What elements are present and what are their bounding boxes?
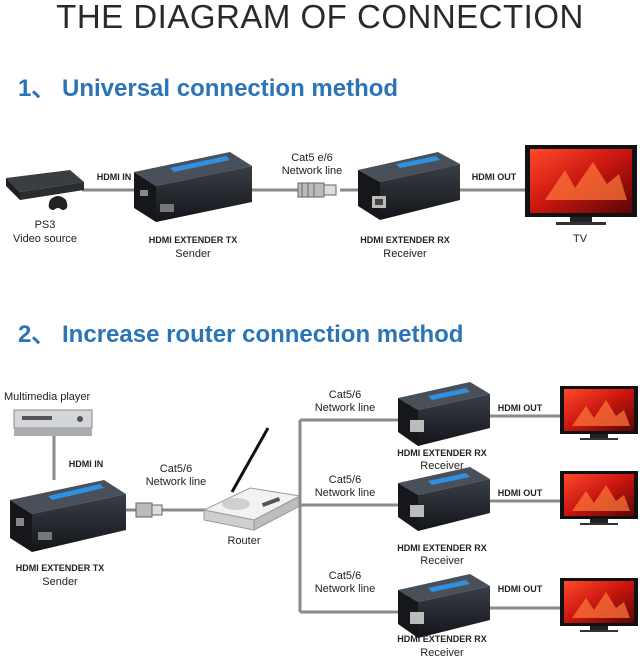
tv-icon (525, 145, 637, 225)
label-router-hdmi-in: HDMI IN (68, 459, 104, 469)
label-branch-cable: Cat5/6 Network line (314, 389, 376, 414)
branch-devices (398, 382, 638, 638)
label-router-sender-model: HDMI EXTENDER TX (15, 563, 105, 573)
label-router-sender: Sender (42, 576, 78, 588)
branch-receiver-rx-device (398, 467, 490, 531)
rj45-plug-icon (297, 182, 337, 198)
label-branch-role: Receiver (420, 460, 464, 472)
sender-tx-device (134, 152, 252, 222)
label-router-cable: Cat5/6 Network line (145, 463, 207, 488)
label-branch-model: HDMI EXTENDER RX (397, 634, 487, 644)
label-multimedia-player: Multimedia player (4, 391, 91, 403)
label-cable: Cat5 e/6 Network line (281, 152, 343, 177)
label-branch-model: HDMI EXTENDER RX (397, 543, 487, 553)
ps3-console-icon (6, 170, 84, 210)
label-branch-cable: Cat5/6 Network line (314, 570, 376, 595)
label-hdmi-out: HDMI OUT (471, 172, 517, 182)
label-ps3: PS3 (34, 219, 56, 231)
multimedia-player-icon (13, 409, 93, 436)
label-hdmi-in: HDMI IN (96, 172, 132, 182)
label-branch-role: Receiver (420, 647, 464, 659)
label-receiver: Receiver (383, 248, 427, 260)
label-tv: TV (572, 233, 588, 245)
section-router-heading: 2、 Increase router connection method (18, 321, 464, 348)
label-branch-hdmi-out: HDMI OUT (497, 584, 543, 594)
label-sender-model: HDMI EXTENDER TX (148, 235, 238, 245)
label-router: Router (227, 535, 261, 547)
label-receiver-model: HDMI EXTENDER RX (360, 235, 450, 245)
label-branch-cable: Cat5/6 Network line (314, 474, 376, 499)
label-sender: Sender (175, 248, 211, 260)
branch-receiver-rx-device (398, 382, 490, 446)
branch-tv-icon (560, 471, 638, 525)
section-universal-heading: 1、 Universal connection method (18, 75, 399, 102)
router-icon (202, 427, 302, 531)
label-branch-hdmi-out: HDMI OUT (497, 403, 543, 413)
label-branch-role: Receiver (420, 555, 464, 567)
label-video-source: Video source (12, 233, 77, 245)
branch-tv-icon (560, 386, 638, 440)
label-branch-model: HDMI EXTENDER RX (397, 448, 487, 458)
router-branch-lines (298, 418, 402, 614)
branch-tv-icon (560, 578, 638, 632)
rj45-plug-router-icon (135, 502, 163, 518)
sender-tx-device-router (10, 480, 126, 552)
branch-receiver-rx-device (398, 574, 490, 638)
page-title: THE DIAGRAM OF CONNECTION (56, 0, 584, 35)
label-branch-hdmi-out: HDMI OUT (497, 488, 543, 498)
receiver-rx-device (358, 152, 460, 220)
